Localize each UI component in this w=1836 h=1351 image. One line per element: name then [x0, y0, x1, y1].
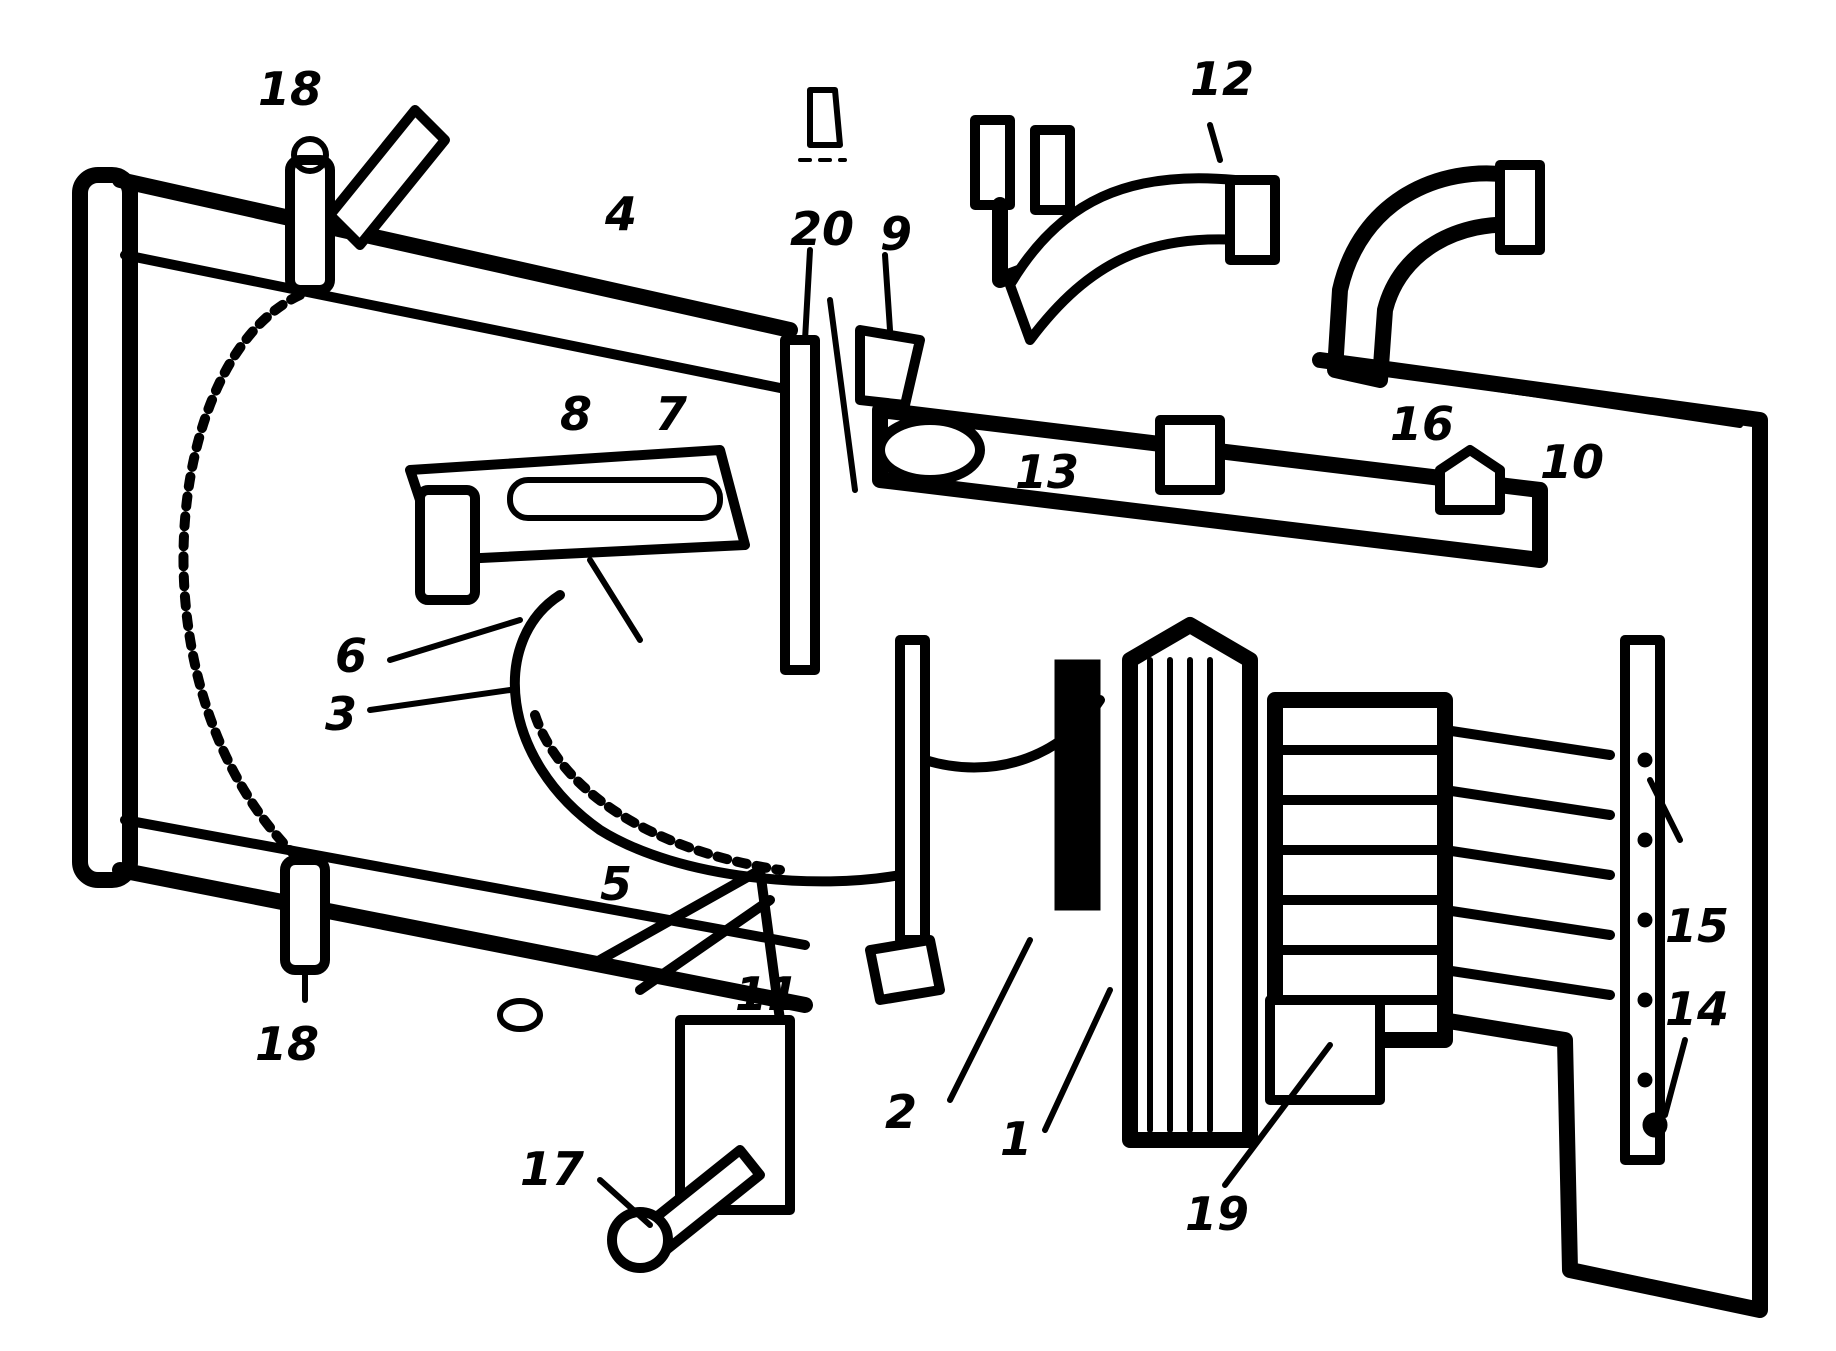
bottom-clamp-bolt	[280, 855, 330, 1003]
main-frame	[72, 167, 813, 1013]
lower-bracket	[595, 865, 785, 1025]
label-6: 6	[335, 629, 367, 683]
terminal-strip	[1620, 635, 1668, 1165]
leader-lines	[367, 122, 1688, 1228]
label-8: 8	[560, 387, 592, 441]
right-panel	[1312, 352, 1768, 1318]
callout-labels: 18 4 20 9 12 8 7 13 16 10 6 3 5 11 18 17…	[255, 52, 1729, 1241]
label-12: 12	[1190, 52, 1254, 106]
label-11: 11	[735, 967, 799, 1021]
label-10: 10	[1540, 435, 1604, 489]
label-9: 9	[880, 207, 912, 261]
label-13: 13	[1015, 445, 1079, 499]
label-20: 20	[790, 202, 854, 256]
rotor-disk	[509, 590, 905, 887]
label-7: 7	[655, 387, 687, 441]
upper-contact-bracket	[970, 115, 1280, 345]
label-3: 3	[325, 687, 357, 741]
label-2: 2	[885, 1085, 917, 1139]
label-5: 5	[600, 857, 632, 911]
top-clamp-bolt	[285, 105, 450, 295]
coil	[1265, 692, 1453, 1105]
bottom-clamp	[497, 998, 795, 1273]
upper-crossbar	[855, 325, 1548, 568]
label-16: 16	[1390, 397, 1454, 451]
right-handle	[1327, 160, 1545, 388]
support-post	[865, 635, 1105, 1005]
label-14: 14	[1665, 982, 1729, 1036]
label-17: 17	[520, 1142, 584, 1196]
label-18-top: 18	[258, 62, 322, 116]
label-19: 19	[1185, 1187, 1249, 1241]
small-contact-piece	[798, 87, 847, 162]
label-15: 15	[1665, 899, 1729, 953]
lever-arm	[405, 445, 750, 643]
label-1: 1	[1000, 1112, 1032, 1166]
spindle-post	[780, 297, 858, 675]
label-18-bottom: 18	[255, 1017, 319, 1071]
coil-leads	[1440, 725, 1615, 1000]
label-4: 4	[604, 187, 637, 241]
magnet-core	[1054, 617, 1258, 1148]
